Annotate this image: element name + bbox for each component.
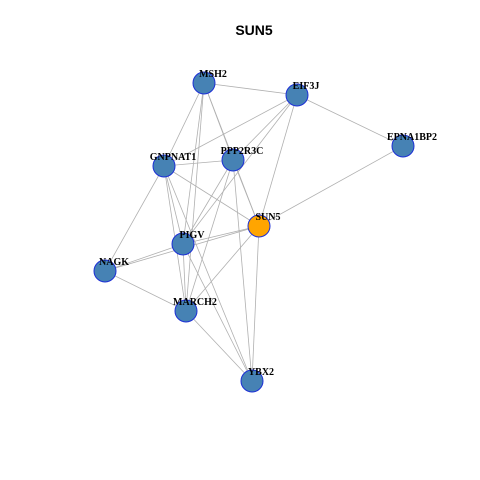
node-sun5[interactable]: [247, 214, 271, 238]
node-epna1bp2[interactable]: [391, 134, 415, 158]
node-gnpnat1[interactable]: [152, 154, 176, 178]
node-label-ppp2r3c: PPP2R3C: [221, 146, 264, 157]
node-label-ybx2: YBX2: [248, 367, 274, 378]
node-label-march2: MARCH2: [173, 297, 217, 308]
edge-ppp2r3c-pigv: [182, 159, 234, 245]
node-label-sun5: SUN5: [255, 212, 280, 223]
node-pigv[interactable]: [171, 232, 195, 256]
edge-gnpnat1-nagk: [104, 165, 165, 272]
edge-ppp2r3c-sun5: [232, 159, 260, 227]
edge-gnpnat1-ppp2r3c: [163, 159, 234, 167]
node-label-msh2: MSH2: [199, 69, 227, 80]
edge-eif3j-pigv: [182, 94, 298, 245]
edge-epna1bp2-sun5: [258, 145, 404, 227]
edge-eif3j-sun5: [258, 94, 298, 227]
edge-gnpnat1-ybx2: [163, 165, 253, 382]
graph-title: SUN5: [235, 22, 273, 38]
edge-gnpnat1-pigv: [163, 165, 184, 245]
edge-eif3j-ppp2r3c: [232, 94, 298, 161]
node-label-gnpnat1: GNPNAT1: [150, 152, 196, 163]
edge-march2-ybx2: [185, 310, 253, 382]
edge-ppp2r3c-ybx2: [232, 159, 253, 382]
edge-eif3j-epna1bp2: [296, 94, 404, 147]
edge-sun5-ybx2: [251, 225, 260, 382]
edge-msh2-march2: [185, 82, 205, 312]
edge-pigv-nagk: [104, 243, 184, 272]
node-eif3j[interactable]: [285, 83, 309, 107]
node-label-eif3j: EIF3J: [293, 81, 320, 92]
node-march2[interactable]: [174, 299, 198, 323]
edge-eif3j-gnpnat1: [163, 94, 298, 167]
edge-sun5-pigv: [182, 225, 260, 245]
node-ppp2r3c[interactable]: [221, 148, 245, 172]
node-label-nagk: NAGK: [99, 257, 129, 268]
node-layer: [93, 71, 415, 393]
edge-sun5-march2: [185, 225, 260, 312]
edge-msh2-gnpnat1: [163, 82, 205, 167]
edge-nagk-march2: [104, 270, 187, 312]
edge-ppp2r3c-march2: [185, 159, 234, 312]
edge-pigv-ybx2: [182, 243, 253, 382]
node-label-pigv: PIGV: [180, 230, 206, 241]
edge-layer: [104, 82, 404, 382]
node-label-epna1bp2: EPNA1BP2: [387, 132, 437, 143]
node-msh2[interactable]: [192, 71, 216, 95]
node-nagk[interactable]: [93, 259, 117, 283]
edge-msh2-eif3j: [203, 82, 298, 96]
node-ybx2[interactable]: [240, 369, 264, 393]
